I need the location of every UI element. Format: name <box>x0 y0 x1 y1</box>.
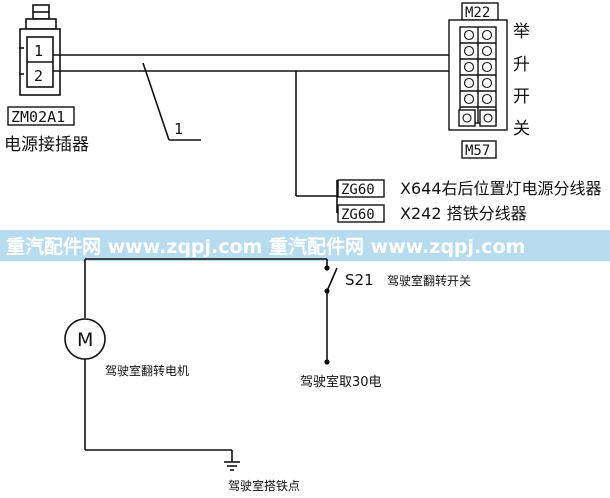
watermark-band <box>0 230 610 261</box>
motor-label: 驾驶室翻转电机 <box>105 363 189 378</box>
connector-name: 电源接插器 <box>4 135 89 155</box>
splitter-2-code: ZG60 <box>341 207 375 223</box>
lift-switch-label-3: 开 <box>513 87 530 107</box>
splitter-2-desc: X242 搭铁分线器 <box>400 204 527 223</box>
lift-switch-label-4: 关 <box>513 119 530 139</box>
power-source-label: 驾驶室取30电 <box>300 374 382 390</box>
lower-circuit <box>84 258 338 471</box>
connector-zm02a1 <box>19 4 61 96</box>
ground-point-label: 驾驶室搭铁点 <box>228 478 300 493</box>
splitter-1-desc: X644右后位置灯电源分线器 <box>400 179 602 198</box>
switch-contacts <box>324 265 330 365</box>
lift-switch <box>448 2 508 159</box>
wire-harness <box>53 54 449 213</box>
wire-number-label: 1 <box>174 120 183 138</box>
motor-letter: M <box>77 329 93 351</box>
lift-switch-label-1: 举 <box>513 22 530 42</box>
splitter-1-code: ZG60 <box>341 182 375 198</box>
lift-switch-bottom-code: M57 <box>465 143 490 159</box>
watermark-text: 重汽配件网 www.zqpj.com 重汽配件网 www.zqpj.com <box>6 235 525 258</box>
lift-switch-label-2: 升 <box>513 55 530 75</box>
connector-code-box <box>7 106 75 126</box>
connector-code: ZM02A1 <box>11 108 65 126</box>
lift-switch-pin-icons <box>462 29 493 123</box>
switch-s21-code: S21 <box>345 271 374 289</box>
connector-pin-1: 1 <box>34 42 43 60</box>
lift-switch-top-code: M22 <box>465 5 490 21</box>
motor-symbol <box>64 318 106 360</box>
switch-s21-name: 驾驶室翻转开关 <box>387 273 471 288</box>
splitter-boxes <box>337 179 385 223</box>
connector-pin-2: 2 <box>34 67 43 85</box>
